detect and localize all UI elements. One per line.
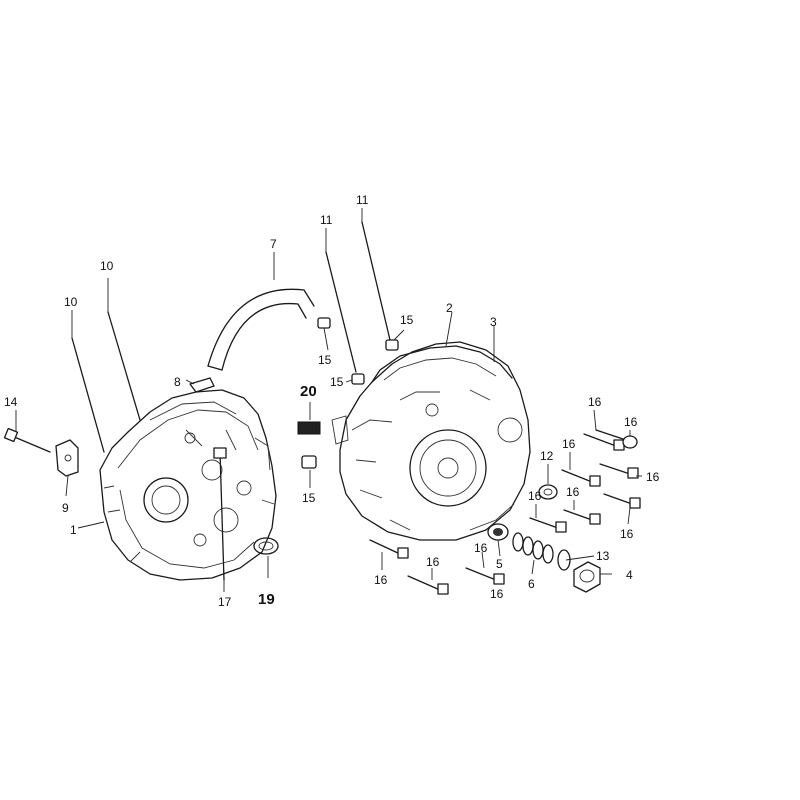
callout-14: 14 — [4, 395, 18, 409]
callout-11a: 11 — [320, 213, 333, 227]
right-crankcase — [331, 341, 531, 541]
left-crankcase — [99, 389, 277, 581]
callout-12: 12 — [540, 449, 554, 463]
callout-16f: 16 — [528, 489, 542, 503]
callout-3: 3 — [490, 315, 497, 329]
plug-4 — [573, 561, 601, 593]
callout-16g: 16 — [620, 527, 634, 541]
bolts-16 — [369, 429, 641, 595]
callout-5: 5 — [496, 557, 503, 571]
callout-9: 9 — [62, 501, 69, 515]
callout-10b: 10 — [100, 259, 114, 273]
breather-hose — [207, 288, 315, 371]
washer — [253, 537, 279, 555]
callout-8: 8 — [174, 375, 181, 389]
callout-13: 13 — [596, 549, 610, 563]
stud-bolts — [71, 221, 391, 453]
callout-16i: 16 — [426, 555, 440, 569]
callout-15b: 15 — [330, 375, 344, 389]
nut-12 — [538, 484, 558, 500]
callout-2: 2 — [446, 301, 453, 315]
bracket — [55, 439, 79, 477]
callout-15a: 15 — [318, 353, 332, 367]
callout-16k: 16 — [490, 587, 504, 601]
callout-15d: 15 — [302, 491, 316, 505]
callout-19: 19 — [258, 591, 275, 608]
screen-5 — [487, 523, 509, 541]
callout-1: 1 — [70, 523, 77, 537]
oring-13 — [557, 549, 571, 571]
bolt-14 — [3, 427, 51, 453]
callout-16d: 16 — [646, 470, 660, 484]
callout-10a: 10 — [64, 295, 78, 309]
callout-7: 7 — [270, 237, 277, 251]
callout-11b: 11 — [356, 193, 369, 207]
callout-16c: 16 — [562, 437, 576, 451]
dowel-spring — [297, 421, 321, 435]
callout-16a: 16 — [588, 395, 602, 409]
callout-20: 20 — [300, 383, 317, 400]
leader-lines — [15, 208, 642, 592]
callout-6: 6 — [528, 577, 535, 591]
callout-15c: 15 — [400, 313, 414, 327]
clip — [189, 377, 215, 393]
callout-16h: 16 — [474, 541, 488, 555]
bolt-17 — [213, 447, 227, 581]
spring-6 — [512, 532, 554, 564]
callout-16b: 16 — [624, 415, 638, 429]
callout-16e: 16 — [566, 485, 580, 499]
callout-16j: 16 — [374, 573, 388, 587]
callout-17: 17 — [218, 595, 232, 609]
callouts: 1 2 3 4 5 6 7 8 9 10 10 11 11 12 13 14 1… — [4, 193, 660, 609]
callout-4: 4 — [626, 568, 633, 582]
